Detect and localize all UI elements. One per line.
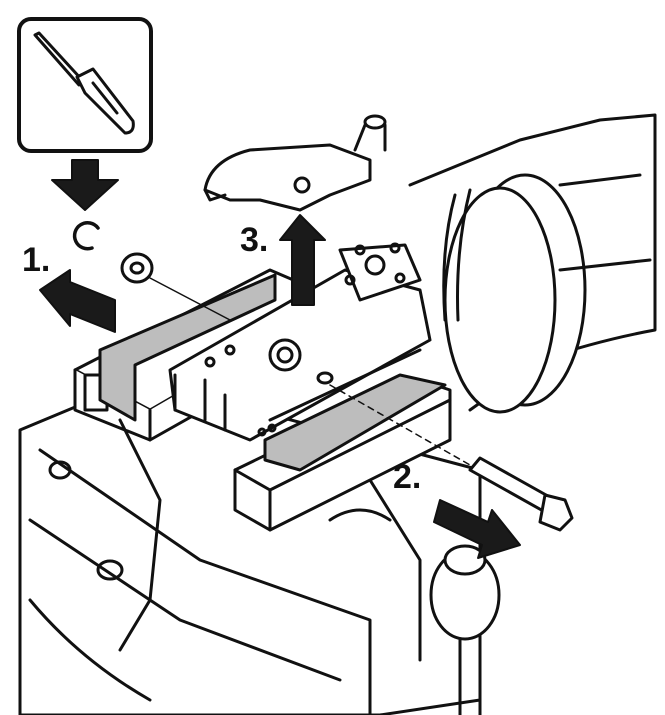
step-3-label: 3. (240, 221, 269, 259)
arrow-up-icon (279, 214, 326, 306)
protective-pad-rear (98, 273, 277, 422)
arrow-down-icon (51, 159, 119, 211)
step-2-label: 2. (393, 458, 422, 496)
pad-wire (118, 418, 162, 652)
rocker-component (168, 242, 432, 442)
arrow-left-icon (39, 269, 116, 333)
bolt-part (329, 384, 574, 532)
lever-part (203, 114, 387, 212)
tool-inset (17, 17, 153, 153)
screwdriver-icon (33, 31, 135, 135)
protective-pad-front (263, 373, 447, 472)
step-1-label: 1. (22, 241, 51, 279)
arrow-right-icon (433, 499, 521, 559)
cylinder-body (408, 113, 657, 414)
washer-icon (120, 252, 154, 284)
circlip-icon (72, 221, 100, 251)
